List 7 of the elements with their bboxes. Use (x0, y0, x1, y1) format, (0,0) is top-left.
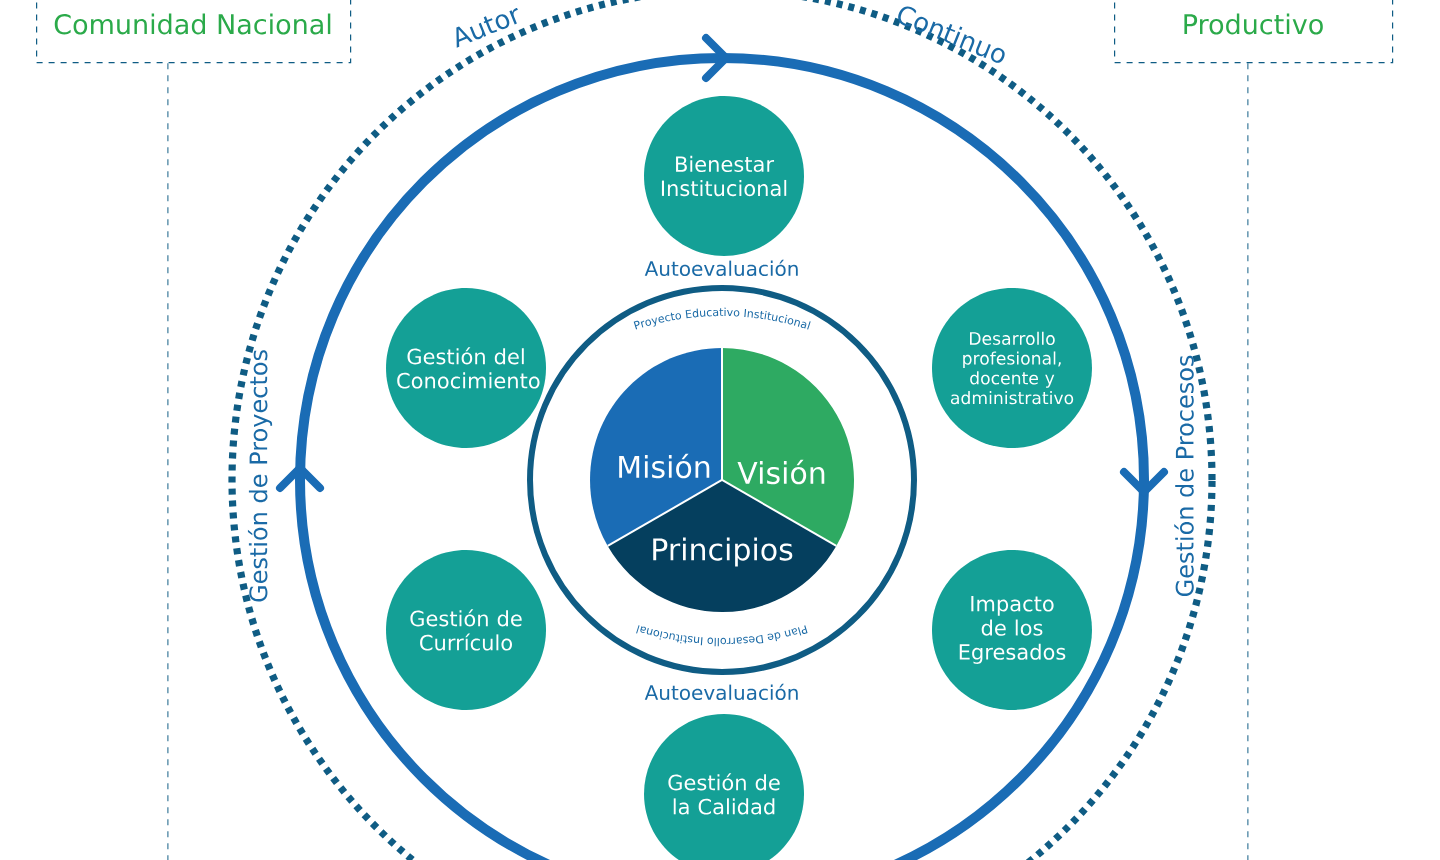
dashed-box: Comunidad Nacional (36, 0, 352, 64)
dashed-line (1247, 62, 1249, 860)
dashed-box: Productivo (1114, 0, 1394, 64)
arc-text: Gestión de Proyectos (247, 350, 273, 602)
arc-text: Gestión de Procesos (1174, 355, 1194, 597)
dashed-line (167, 62, 169, 860)
arc-text: Autor (456, 7, 518, 48)
